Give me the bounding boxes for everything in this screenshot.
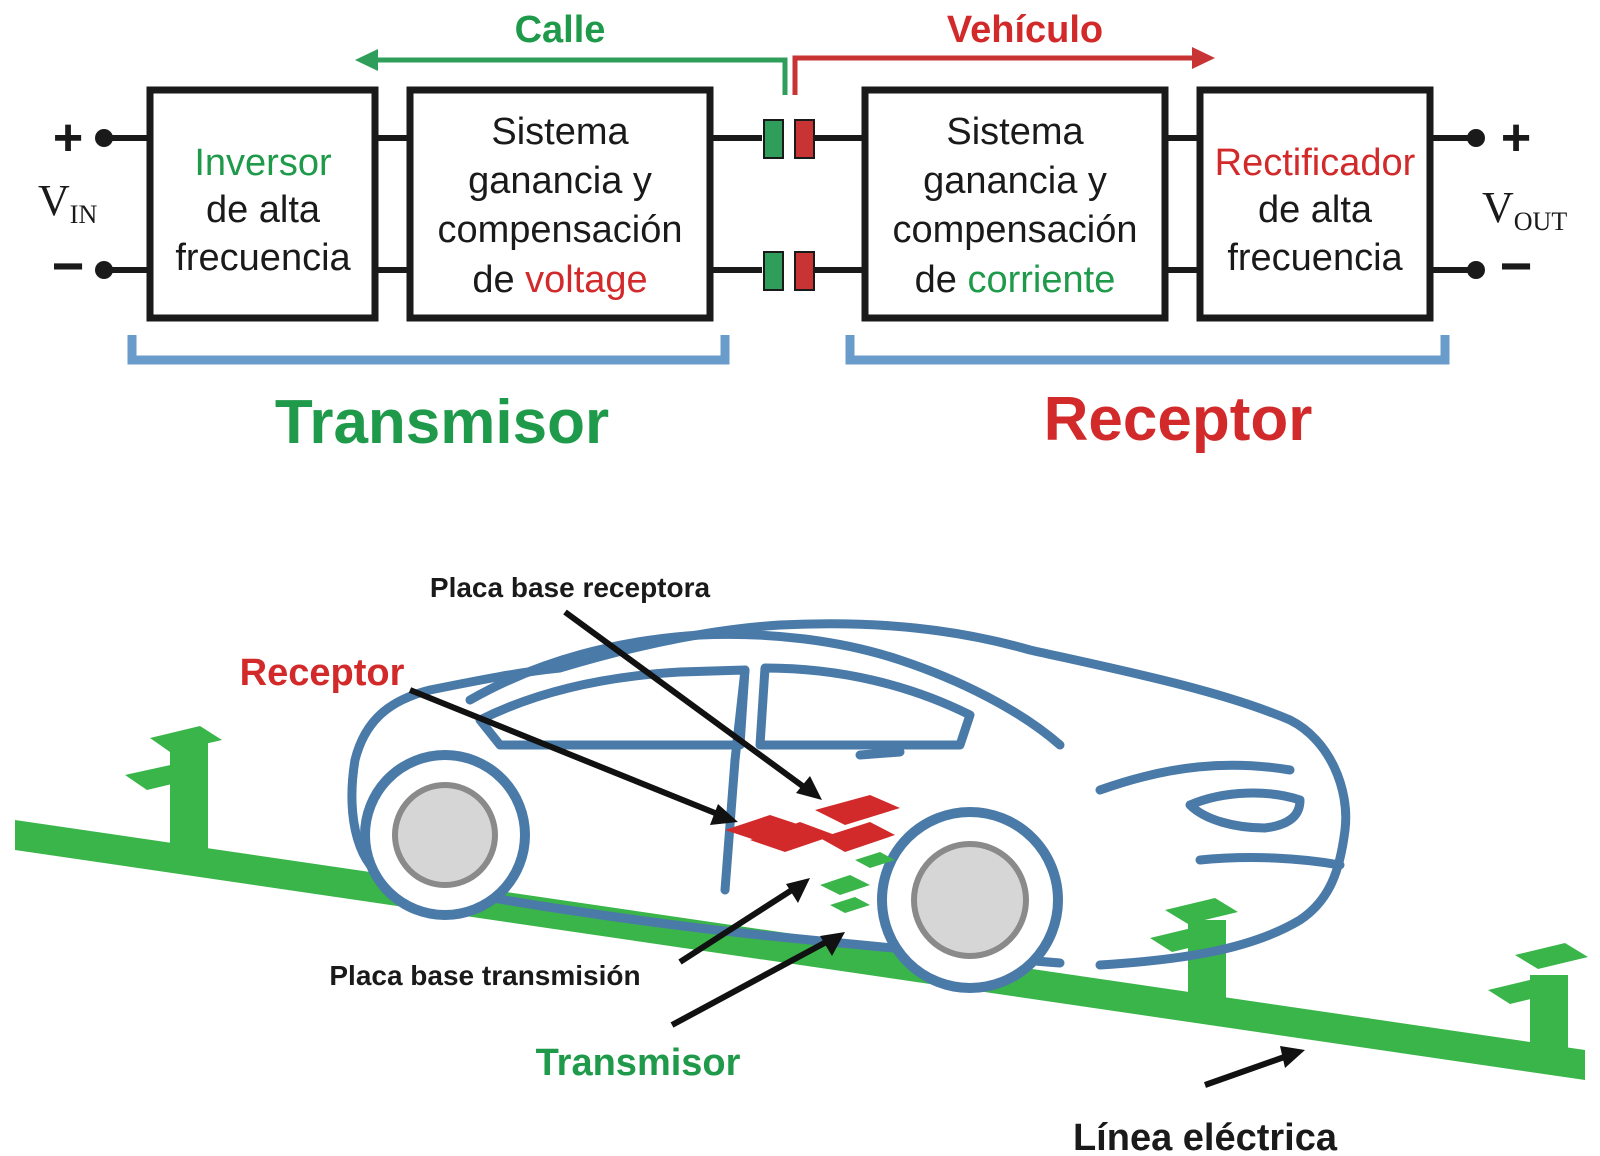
arrow-power-line	[1204, 1046, 1305, 1088]
vin-minus: −	[52, 234, 85, 297]
block2-line3: compensación	[437, 209, 682, 251]
block2-line4: de voltage	[472, 259, 647, 301]
receiver-group-label: Receptor	[1044, 385, 1313, 454]
rear-trunk-line	[1095, 760, 1295, 795]
rear-wheel	[877, 807, 1063, 993]
coupling-pads	[763, 119, 815, 291]
receiver-plate-label: Placa base receptora	[430, 572, 711, 603]
rectifier-line2: de alta	[1258, 189, 1373, 231]
block2-line1: Sistema	[491, 111, 629, 153]
front-window	[475, 665, 750, 750]
block3-line1: Sistema	[946, 111, 1084, 153]
block3-line2: ganancia y	[923, 160, 1107, 202]
car-roofline	[465, 629, 1065, 750]
receiver-pad	[725, 795, 900, 852]
vout-plus-node	[1467, 129, 1485, 147]
rear-window	[755, 663, 975, 750]
front-wheel	[360, 750, 530, 920]
current-compensation-block	[861, 86, 1169, 322]
block2-line2: ganancia y	[468, 160, 652, 202]
transmitter-plate-label: Placa base transmisión	[329, 960, 640, 991]
rectifier-block	[1196, 86, 1434, 322]
car-illustration: Placa base receptora Receptor Placa base…	[15, 572, 1588, 1156]
inverter-line1: Inversor	[194, 142, 332, 184]
vout-minus: −	[1500, 234, 1533, 297]
rear-bumper	[1195, 853, 1345, 870]
block-diagram: Calle Vehículo + − VIN Inversor de alta …	[38, 9, 1567, 457]
receiver-label: Receptor	[240, 652, 405, 694]
transmitter-posts-right-2	[1488, 943, 1588, 1060]
inverter-line2: de alta	[206, 189, 321, 231]
arrow-transmitter	[670, 932, 845, 1028]
inverter-line3: frecuencia	[175, 237, 351, 279]
vout-minus-node	[1467, 261, 1485, 279]
rectifier-line3: frecuencia	[1227, 237, 1403, 279]
rectifier-line1: Rectificador	[1215, 142, 1416, 184]
transmitter-posts-right-1	[1150, 898, 1238, 1005]
vout-plus: +	[1501, 109, 1531, 167]
vin-plus: +	[53, 109, 83, 167]
voltage-compensation-block	[406, 86, 714, 322]
block3-line4: de corriente	[915, 259, 1116, 301]
receiver-bracket	[845, 335, 1450, 365]
transmitter-pad	[820, 852, 895, 913]
road-arrow	[355, 49, 788, 95]
vehicle-label: Vehículo	[947, 9, 1103, 51]
arrow-receiver-plate	[563, 609, 822, 800]
power-line-road	[15, 820, 1585, 1080]
road-label: Calle	[515, 9, 606, 51]
power-line-label: Línea eléctrica	[1073, 1117, 1338, 1156]
transmitter-group-label: Transmisor	[275, 388, 609, 457]
tail-light	[1185, 788, 1305, 833]
vout-label: VOUT	[1482, 183, 1567, 236]
door-line	[720, 665, 750, 895]
transmitter-posts-left	[125, 726, 222, 852]
inverter-block	[146, 86, 379, 322]
arrow-transmitter-plate	[678, 878, 810, 965]
transmitter-label: Transmisor	[536, 1042, 741, 1084]
transmitter-bracket	[127, 335, 730, 365]
vehicle-arrow	[792, 47, 1215, 95]
arrow-receiver	[408, 687, 738, 825]
vin-label: VIN	[38, 176, 97, 229]
block3-line3: compensación	[892, 209, 1137, 251]
